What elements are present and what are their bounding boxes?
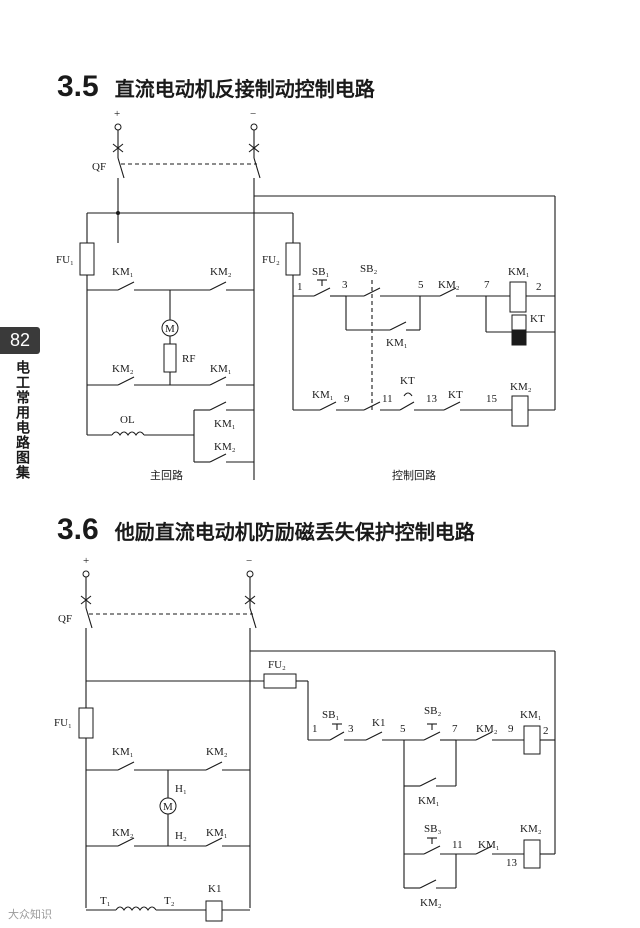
fu2-label-2: FU₂ (268, 659, 286, 671)
k1-contact-label: K1 (372, 717, 385, 729)
minus-label: − (250, 108, 256, 120)
control-circuit-label: 控制回路 (392, 468, 436, 482)
ol-label: OL (120, 414, 135, 426)
km1-rung-label-2: KM₁ (478, 839, 500, 851)
km2-coil-label-2: KM₂ (520, 823, 542, 835)
section-number: 3.6 (57, 513, 99, 546)
node-7: 7 (484, 279, 490, 291)
km1-rung-label: KM₁ (312, 389, 334, 401)
km1-label-ol: KM₁ (214, 418, 236, 430)
node-13-2: 13 (506, 857, 518, 869)
qf-label-2: QF (58, 613, 72, 625)
node-9-2: 9 (508, 723, 514, 735)
circuit-diagram-3-6: + − QF FU₂ FU₁ KM₁ KM₂ M H₁ H₂ KM₂ KM₁ T… (54, 555, 556, 922)
motor-label-2: M (163, 801, 173, 813)
qf-label: QF (92, 161, 106, 173)
coil-km2 (511, 395, 529, 427)
fuse-fu1-2 (78, 707, 94, 739)
kt-contact-label-2: KT (448, 389, 463, 401)
side-tab: 82 电工常用电路图集 (0, 327, 40, 480)
minus-label-2: − (246, 555, 252, 567)
terminal-minus (250, 123, 258, 131)
km2-coil-label: KM₂ (510, 381, 532, 393)
km2-label-bottom: KM₂ (112, 363, 134, 375)
km1-label: KM₁ (112, 266, 134, 278)
node-13: 13 (426, 393, 438, 405)
watermark: 大众知识 (8, 908, 52, 921)
section-heading: 他励直流电动机防励磁丢失保护控制电路 (114, 520, 475, 544)
node-5: 5 (418, 279, 424, 291)
fuse-fu1 (79, 242, 95, 276)
sb1-label: SB₁ (312, 266, 329, 278)
node-1: 1 (297, 281, 303, 293)
km1-hold-label-2: KM₁ (418, 795, 440, 807)
node-3: 3 (342, 279, 348, 291)
node-5-2: 5 (400, 723, 406, 735)
sb2-label: SB₂ (360, 263, 377, 275)
km2-label-ctrl-2: KM₂ (476, 723, 498, 735)
main-circuit-label: 主回路 (150, 469, 183, 482)
node-2: 2 (536, 281, 542, 293)
plus-label-2: + (83, 555, 89, 567)
fuse-fu2-2 (263, 673, 297, 689)
h2-label: H₂ (175, 830, 187, 842)
kt-label: KT (530, 313, 545, 325)
km2-label-ol: KM₂ (214, 441, 236, 453)
coil-km1 (509, 281, 527, 313)
plus-label: + (114, 108, 120, 120)
relay-kt (511, 314, 527, 331)
km2-hold-label-2: KM₂ (420, 897, 442, 909)
h1-label: H₁ (175, 783, 187, 795)
node-9: 9 (344, 393, 350, 405)
km1-coil-label-2: KM₁ (520, 709, 542, 721)
node-1-2: 1 (312, 723, 318, 735)
t1-label: T₁ (100, 895, 111, 907)
book-title: 电工常用电路图集 (14, 360, 30, 480)
node-11-2: 11 (452, 839, 463, 851)
page-number: 82 (0, 327, 40, 354)
sb3-label: SB₃ (424, 823, 441, 835)
section-title-3-6: 3.6 他励直流电动机防励磁丢失保护控制电路 (57, 513, 475, 547)
node-2-2: 2 (543, 725, 549, 737)
coil-field (115, 906, 157, 911)
fuse-fu2 (285, 242, 301, 276)
section-number: 3.5 (57, 70, 99, 103)
node-15: 15 (486, 393, 498, 405)
km2-label-2b: KM₂ (112, 827, 134, 839)
coil-km2-2 (523, 839, 541, 869)
sb1-label-2: SB₁ (322, 709, 339, 721)
fu2-label: FU₂ (262, 254, 280, 266)
km2-label: KM₂ (210, 266, 232, 278)
km1-coil-label: KM₁ (508, 266, 530, 278)
km1-label-bottom: KM₁ (210, 363, 232, 375)
fu1-label-2: FU₁ (54, 717, 72, 729)
resistor-rf (163, 343, 177, 373)
section-title-3-5: 3.5 直流电动机反接制动控制电路 (57, 70, 375, 104)
km2-label-ctrl: KM₂ (438, 279, 460, 291)
section-heading: 直流电动机反接制动控制电路 (114, 77, 375, 101)
kt-contact-label: KT (400, 375, 415, 387)
km1-label-2: KM₁ (112, 746, 134, 758)
motor-label: M (165, 323, 175, 335)
node-11: 11 (382, 393, 393, 405)
km2-label-2: KM₂ (206, 746, 228, 758)
k1-label: K1 (208, 883, 221, 895)
node-3-2: 3 (348, 723, 354, 735)
coil-km1-2 (523, 725, 541, 755)
circuit-diagram-3-5: + − QF FU₁ FU₂ KM₁ KM₂ M RF KM₂ KM₁ OL K… (56, 108, 556, 482)
rf-label: RF (182, 353, 195, 365)
fu1-label: FU₁ (56, 254, 74, 266)
km1-hold-label: KM₁ (386, 337, 408, 349)
terminal-plus (114, 123, 122, 131)
km1-label-2b: KM₁ (206, 827, 228, 839)
t2-label: T₂ (164, 895, 175, 907)
coil-ol (111, 431, 145, 436)
node-7-2: 7 (452, 723, 458, 735)
sb2-label-2: SB₂ (424, 705, 441, 717)
relay-k1 (205, 900, 223, 922)
